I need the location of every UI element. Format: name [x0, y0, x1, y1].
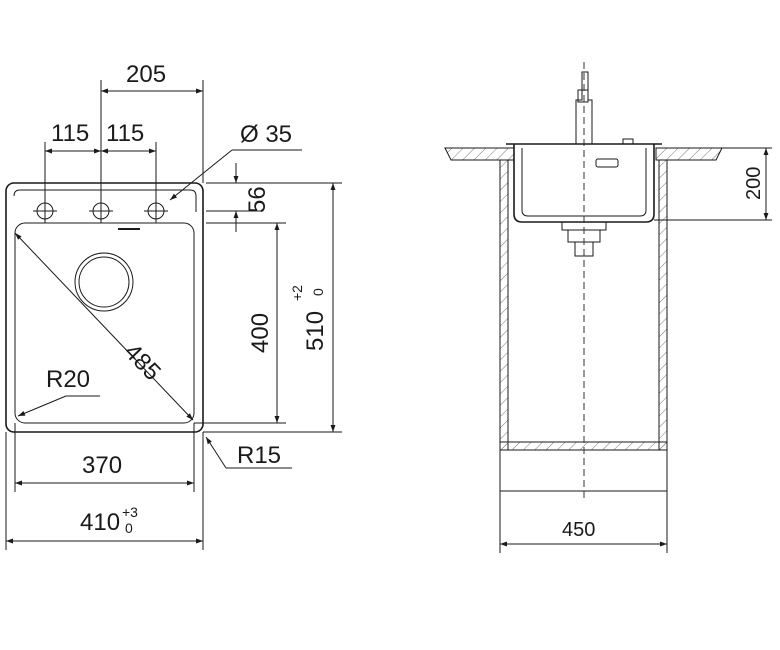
cabinet-wall-left: [499, 159, 509, 451]
dim-200-label: 200: [743, 167, 765, 200]
dim-510-label: 510: [302, 311, 329, 351]
dim-510-tol-lower: 0: [310, 288, 326, 296]
outer-radius-leader: [205, 436, 227, 469]
sink-top-view: 485 R20 R15 Ø 35 205 115 115 56: [5, 61, 342, 550]
dim-410-tol-lower: 0: [125, 520, 133, 536]
cabinet-wall-right: [658, 159, 668, 451]
dim-115-right-label: 115: [106, 120, 144, 147]
tap-button: [622, 138, 634, 145]
dim-400-label: 400: [247, 313, 274, 353]
drain-inner: [78, 256, 130, 308]
tap-hole-center: [89, 199, 113, 223]
outer-radius-label: R15: [237, 442, 281, 469]
dim-410-label: 410: [80, 509, 120, 536]
dim-410-tol-upper: +3: [122, 504, 138, 520]
tap-ledge-outline: [13, 189, 197, 212]
inner-radius-label: R20: [46, 366, 90, 393]
faucet: [575, 71, 593, 144]
worktop-right: [655, 147, 723, 161]
tap-hole-right: [144, 199, 168, 223]
faucet-handle: [577, 89, 589, 103]
tap-hole-diameter-leader: [169, 149, 233, 201]
dim-510-tol-upper: +2: [289, 285, 305, 301]
dim-205-label: 205: [126, 61, 166, 88]
sink-outer-outline: [5, 182, 204, 433]
dim-450-label: 450: [562, 519, 595, 541]
sink-side-view: 200 450: [444, 62, 772, 553]
tap-hole-diameter-label: Ø 35: [240, 121, 292, 148]
dim-370-label: 370: [82, 452, 122, 479]
overflow-cover: [595, 158, 619, 168]
drain-outer: [74, 252, 134, 312]
worktop-left: [444, 147, 515, 161]
tap-hole-left: [33, 199, 57, 223]
dim-56-label: 56: [244, 186, 271, 213]
diagonal-dimension-line: [14, 232, 194, 421]
inner-radius-arrow: [17, 395, 67, 417]
dim-115-left-label: 115: [51, 120, 89, 147]
diagonal-dimension-label: 485: [119, 338, 166, 386]
